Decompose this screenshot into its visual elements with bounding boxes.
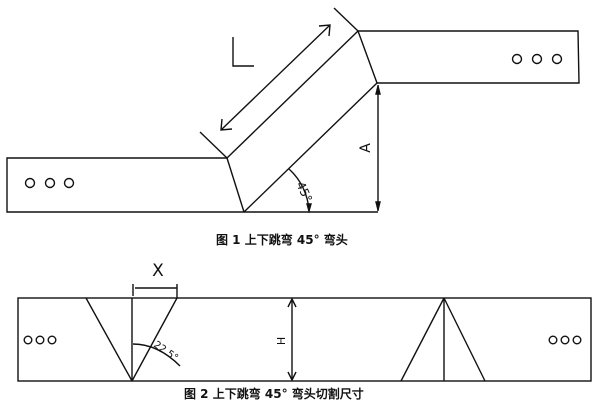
right-notch-line xyxy=(333,7,359,32)
hole xyxy=(560,335,570,345)
angle-arc-arrow xyxy=(306,203,312,214)
figure1-drawing xyxy=(6,7,580,214)
tray-blank xyxy=(17,297,592,382)
dimension-a-arrow-bottom xyxy=(375,201,381,211)
hole xyxy=(63,177,75,189)
left-notch-line xyxy=(199,131,228,159)
hole xyxy=(24,177,36,189)
hole xyxy=(511,53,523,65)
figure1-caption: 图 1 上下跳弯 45° 弯头 xyxy=(216,233,348,247)
height-label-a: A xyxy=(358,143,374,153)
diagonal-lower-edge xyxy=(243,82,378,213)
angle-label-22-5: 22.5° xyxy=(151,339,180,364)
hole xyxy=(551,53,563,65)
dimension-h-arrow-top xyxy=(287,297,297,308)
hole xyxy=(548,335,558,345)
right-v-right xyxy=(443,297,486,382)
hole xyxy=(47,335,57,345)
right-joint-line xyxy=(357,30,378,84)
width-label-x: X xyxy=(152,261,164,281)
left-joint-line xyxy=(226,157,245,213)
left-tray xyxy=(6,157,244,213)
hole xyxy=(35,335,45,345)
right-v-left xyxy=(400,297,445,382)
hole xyxy=(531,53,543,65)
dimension-l-arrow-bottom xyxy=(220,118,233,131)
angle-arc-22-5 xyxy=(132,343,181,367)
dimension-l-arrow-top xyxy=(318,24,331,37)
diagonal-upper-edge xyxy=(226,30,359,159)
dimension-h-arrow-bottom xyxy=(287,371,297,382)
left-v-outer xyxy=(85,297,133,382)
dimension-a-arrow-top xyxy=(375,85,381,95)
left-v-inner xyxy=(131,297,178,382)
hole xyxy=(23,335,33,345)
figure2-drawing xyxy=(17,284,592,382)
height-label-h: H xyxy=(275,337,288,345)
l-glyph xyxy=(232,37,254,67)
dimension-l-line xyxy=(220,24,331,131)
hole xyxy=(44,177,56,189)
hole xyxy=(572,335,582,345)
right-tray xyxy=(358,30,580,84)
figure2-caption: 图 2 上下跳弯 45° 弯头切割尺寸 xyxy=(184,387,364,401)
angle-label-45: 45° xyxy=(293,179,315,204)
